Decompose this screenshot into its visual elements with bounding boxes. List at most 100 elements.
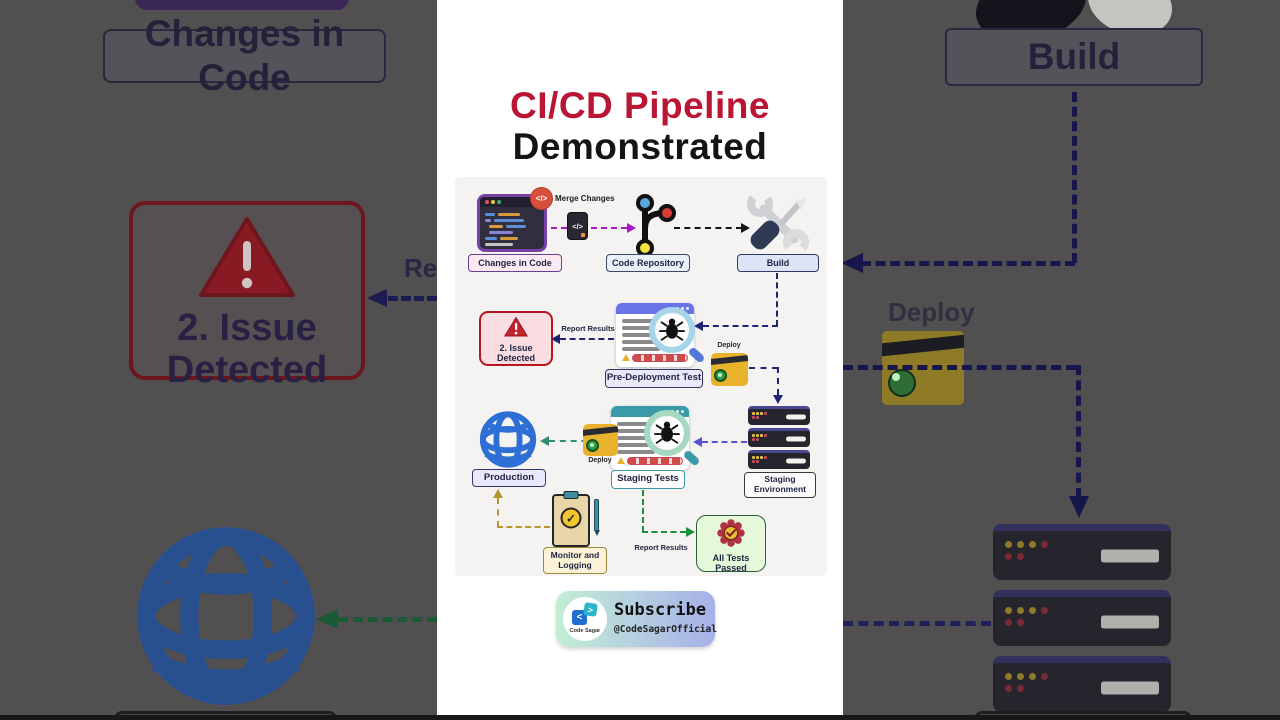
bg-build-label: Build: [945, 28, 1203, 86]
monitor-logging-label: Monitor and Logging: [543, 547, 607, 574]
code-repository-text: Code Repository: [611, 257, 684, 268]
merge-changes-text: Merge Changes: [555, 194, 615, 203]
code-badge-icon: </>: [530, 187, 553, 210]
monitor-arrowhead-up: [493, 489, 503, 498]
bottom-edge-strip: [0, 715, 1280, 720]
issue-detected-text: 2. Issue Detected: [496, 343, 535, 364]
merge-arrow-line: [551, 227, 627, 229]
deploy-text-2: Deploy: [588, 457, 612, 464]
monitor-line-h: [497, 526, 550, 528]
pen-icon: [594, 499, 600, 536]
issue-detected-box: 2. Issue Detected: [479, 311, 553, 366]
bg-report-results-fragment: Rep: [404, 253, 437, 283]
production-text: Production: [483, 471, 535, 483]
bg-issue-detected-text: 2. Issue Detected: [166, 307, 328, 391]
staging-server-stack-icon: [748, 406, 810, 469]
bg-changes-in-code-text: Changes in Code: [144, 12, 345, 98]
all-tests-passed-text: All Tests Passed: [712, 553, 750, 574]
check-icon: ✓: [565, 511, 577, 526]
bg-deploy-line-h: [843, 365, 1076, 370]
build-tools-icon: [747, 191, 809, 253]
bug-magnifier-icon-2: [644, 410, 690, 456]
staging-environment-label: Staging Environment: [744, 472, 816, 498]
bg-deploy-line-v: [1076, 365, 1081, 498]
build-to-test-arrowhead: [694, 321, 703, 331]
code-sagar-logo: < > Code Sagar: [563, 597, 607, 641]
monitor-line-v: [497, 498, 499, 527]
production-label: Production: [472, 469, 546, 487]
tests-to-production-arrowhead: [540, 436, 549, 446]
logo-brand-text: Code Sagar: [569, 628, 601, 634]
staging-tests-label: Staging Tests: [611, 470, 685, 489]
bg-arrowhead-green: [316, 609, 338, 629]
all-tests-passed-box: All Tests Passed: [696, 515, 766, 574]
deploy-text-1: Deploy: [717, 342, 741, 349]
report-arrowhead-2: [686, 527, 695, 537]
bg-arrow-report: [388, 296, 437, 301]
subscribe-handle: @CodeSagarOfficial: [614, 624, 717, 635]
background-left-panel: Changes in Code 2. Issue Detected Rep: [0, 0, 437, 720]
merge-arrowhead: [627, 223, 636, 233]
report-results-arrowhead-1: [551, 334, 560, 344]
code-editor-icon: [135, 0, 349, 10]
staging-environment-text: Staging Environment: [754, 474, 806, 494]
rosette-badge-icon: [717, 519, 745, 547]
bg-deploy-text: Deploy: [888, 297, 975, 327]
merge-file-icon: </>: [567, 212, 588, 240]
pre-deployment-test-label: Pre-Deployment Test: [605, 369, 703, 388]
production-globe-icon: [479, 411, 537, 468]
monitor-logging-text: Monitor and Logging: [550, 549, 600, 570]
warning-triangle-icon: [504, 316, 528, 337]
bg-build-text: Build: [1027, 35, 1121, 77]
pipeline-diagram: </> Merge Changes </>: [455, 177, 827, 576]
background-right-panel: Build Deploy: [843, 0, 1280, 720]
merge-file-glyph: </>: [572, 221, 583, 231]
report-results-text-2: Report Results: [634, 543, 688, 552]
logo-right-glyph: >: [583, 602, 598, 617]
bg-production-globe-icon: [137, 527, 315, 705]
git-branch-icon: [636, 194, 676, 257]
page-title-line2: Demonstrated: [512, 126, 768, 167]
bg-arrowhead-down: [1069, 496, 1089, 518]
package-icon-2: [583, 424, 618, 456]
deploy-arrowhead-down: [773, 395, 783, 404]
changes-in-code-text: Changes in Code: [478, 257, 552, 268]
bg-server-stack-icon: [993, 524, 1171, 712]
bg-changes-in-code-label: Changes in Code: [103, 13, 386, 98]
bug-magnifier-icon: [649, 307, 695, 353]
deploy-line-h-1: [749, 367, 778, 369]
report-results-line-1: [560, 338, 614, 340]
pre-deployment-test-text: Pre-Deployment Test: [606, 372, 702, 384]
deploy-line-v-1: [777, 367, 779, 395]
build-down-line: [776, 273, 778, 326]
build-arrow-line: [674, 227, 742, 229]
code-repository-label: Code Repository: [606, 254, 690, 272]
bg-staging-line: [843, 621, 991, 626]
package-icon-1: [711, 353, 748, 386]
bg-issue-detected-box: 2. Issue Detected: [129, 201, 365, 391]
content-column: CI/CD Pipeline Demonstrated </> Merge Ch…: [437, 0, 843, 720]
code-editor-icon: </>: [477, 187, 553, 252]
staging-tests-text: Staging Tests: [617, 473, 679, 485]
bg-arrow-deploy-left: [338, 617, 437, 622]
build-to-test-line: [703, 325, 778, 327]
bg-arrowhead-navy: [843, 253, 863, 273]
report-line-v-2: [642, 490, 644, 532]
page-title-line1: CI/CD Pipeline: [510, 85, 770, 126]
build-text: Build: [766, 257, 790, 268]
bg-arrowhead-left: [367, 289, 387, 307]
staging-to-tests-arrowhead: [693, 437, 702, 447]
changes-in-code-label: Changes in Code: [468, 254, 562, 272]
build-arrowhead: [741, 223, 750, 233]
subscribe-banner[interactable]: < > Code Sagar Subscribe @CodeSagarOffic…: [556, 591, 717, 647]
staging-to-tests-line: [702, 441, 747, 443]
bg-build-down-line: [1072, 92, 1077, 263]
subscribe-text: Subscribe: [614, 600, 707, 620]
monitor-clipboard-icon: ✓: [552, 491, 590, 547]
bg-build-left-line: [861, 261, 1075, 266]
report-line-h-2: [642, 531, 686, 533]
report-results-text-1: Report Results: [561, 324, 615, 333]
build-label: Build: [737, 254, 819, 272]
warning-triangle-icon: [199, 217, 295, 297]
